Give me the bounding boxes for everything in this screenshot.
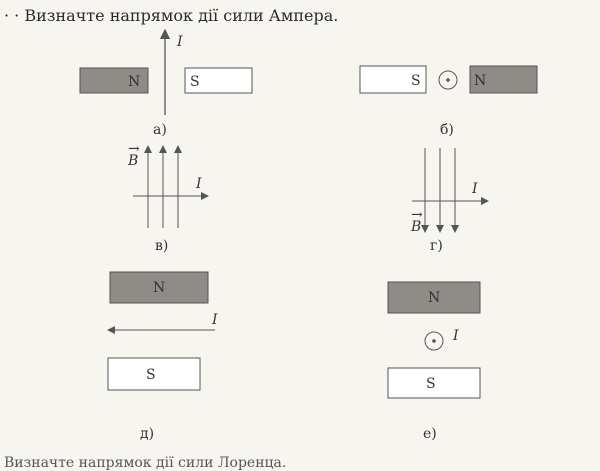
figure-label: д) bbox=[140, 426, 154, 442]
figure-label: е) bbox=[423, 426, 437, 442]
current-out-icon bbox=[424, 331, 444, 351]
magnet-n bbox=[387, 281, 481, 314]
svg-text:B: B bbox=[410, 219, 421, 235]
svg-text:N: N bbox=[428, 290, 440, 306]
current-out-icon bbox=[438, 70, 458, 90]
svg-text:I: I bbox=[211, 312, 218, 328]
figure-label: в) bbox=[155, 238, 168, 254]
svg-text:I: I bbox=[195, 176, 202, 192]
figure-v: B → I в) bbox=[127, 141, 209, 254]
magnet-n bbox=[79, 67, 149, 94]
svg-text:N: N bbox=[474, 73, 486, 89]
svg-text:I: I bbox=[452, 328, 459, 344]
magnet-s bbox=[359, 65, 427, 94]
figure-e: N I S е) bbox=[387, 281, 481, 442]
figure-g: B → I г) bbox=[410, 148, 489, 254]
svg-text:I: I bbox=[471, 181, 478, 197]
svg-text:S: S bbox=[411, 73, 421, 89]
magnet-s bbox=[387, 367, 481, 399]
magnet-n bbox=[469, 65, 538, 94]
svg-text:N: N bbox=[153, 280, 165, 296]
next-task-text: Визначте напрямок дії сили Лоренца. bbox=[4, 455, 287, 471]
magnet-n bbox=[109, 271, 209, 304]
pole-label: N bbox=[128, 74, 140, 90]
svg-text:→: → bbox=[128, 141, 140, 157]
svg-text:I: I bbox=[176, 34, 183, 50]
figure-label: б) bbox=[440, 122, 454, 138]
figure-label: а) bbox=[153, 122, 167, 138]
svg-text:→: → bbox=[411, 207, 423, 223]
figure-label: г) bbox=[430, 238, 443, 254]
magnet-s bbox=[184, 67, 253, 94]
figure-a: N S I а) bbox=[79, 28, 253, 138]
svg-text:S: S bbox=[426, 376, 436, 392]
figure-b: S N б) bbox=[359, 65, 538, 138]
svg-text:S: S bbox=[146, 367, 156, 383]
magnet-s bbox=[107, 357, 201, 391]
svg-text:B: B bbox=[127, 153, 138, 169]
task-text: · · Визначте напрямок дії сили Ампера. bbox=[4, 6, 339, 25]
figure-d: N I S д) bbox=[107, 271, 218, 442]
pole-label: S bbox=[190, 74, 200, 90]
